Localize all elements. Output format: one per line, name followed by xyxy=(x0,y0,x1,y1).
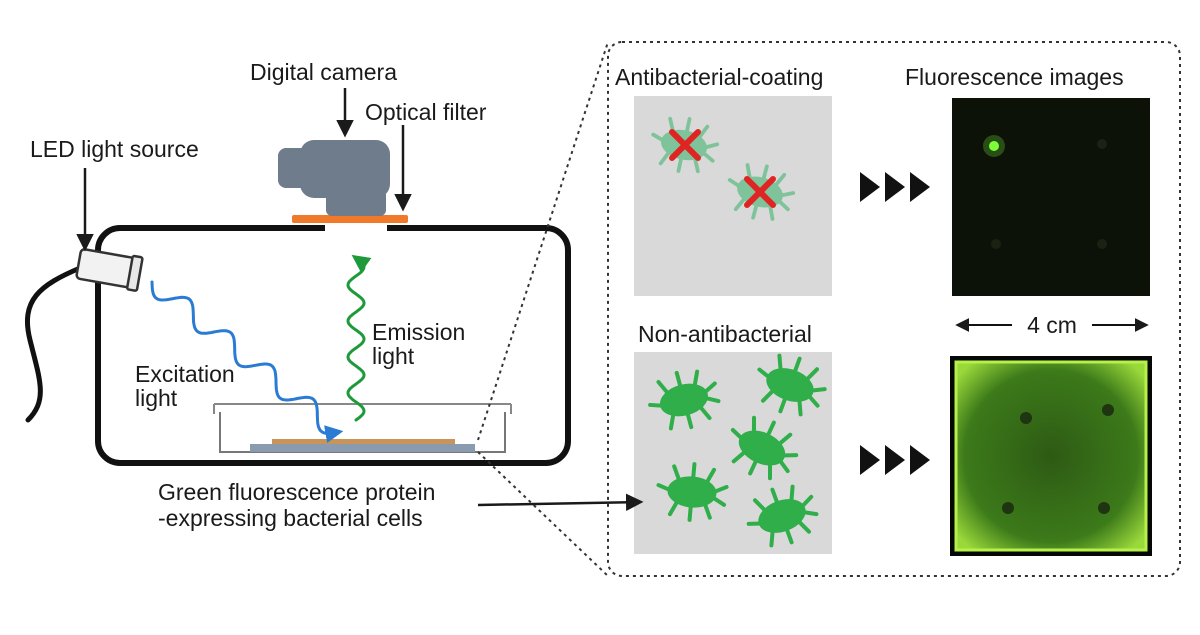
triangle-right-icon xyxy=(885,445,905,475)
triangle-right-icon xyxy=(885,172,905,202)
triangle-right-icon xyxy=(860,172,880,202)
cross-icon xyxy=(669,129,701,161)
zoom-line-top xyxy=(477,41,609,441)
triangle-right-icon xyxy=(910,445,930,475)
non-antibacterial-label: Non-antibacterial xyxy=(638,321,812,347)
excitation-light-wave xyxy=(150,280,344,444)
scale-bar-label: 4 cm xyxy=(1027,312,1077,338)
imaging-chamber xyxy=(95,225,571,466)
dead-bacterium-1 xyxy=(644,110,724,180)
emission-light-label-line2: light xyxy=(372,343,415,369)
optical-filter xyxy=(292,215,408,223)
camera-opening xyxy=(325,222,387,234)
antibacterial-sample-panel xyxy=(634,96,832,296)
process-arrows-bottom xyxy=(860,445,930,475)
scale-bar: 4 cm xyxy=(955,312,1149,338)
triangle-right-icon xyxy=(860,445,880,475)
led-cable xyxy=(24,265,83,423)
fluorescence-image-antibacterial xyxy=(952,98,1150,296)
digital-camera-label: Digital camera xyxy=(250,59,397,85)
digital-camera xyxy=(278,140,390,216)
excitation-light-label-line1: Excitation xyxy=(135,361,235,387)
gfp-cells-label-line1: Green fluorescence protein xyxy=(158,479,435,505)
gfp-pointer-arrow xyxy=(477,493,644,512)
cross-icon xyxy=(744,176,776,208)
led-light-source xyxy=(75,248,144,292)
excitation-light-label-line2: light xyxy=(135,385,178,411)
dead-bacterium-2 xyxy=(720,156,800,228)
antibacterial-coating-label: Antibacterial-coating xyxy=(615,64,823,90)
optical-filter-label: Optical filter xyxy=(365,99,487,125)
triangle-right-icon xyxy=(910,172,930,202)
gfp-cells-label-line2: -expressing bacterial cells xyxy=(158,505,423,531)
led-light-source-label: LED light source xyxy=(30,136,199,162)
zoom-line-bottom xyxy=(477,451,609,577)
emission-light-label-line1: Emission xyxy=(372,319,465,345)
emission-light-wave xyxy=(346,254,372,422)
process-arrows-top xyxy=(860,172,930,202)
fluorescence-image-non-antibacterial xyxy=(950,356,1152,556)
fluorescence-images-label: Fluorescence images xyxy=(905,64,1124,90)
petri-dish xyxy=(213,403,512,453)
